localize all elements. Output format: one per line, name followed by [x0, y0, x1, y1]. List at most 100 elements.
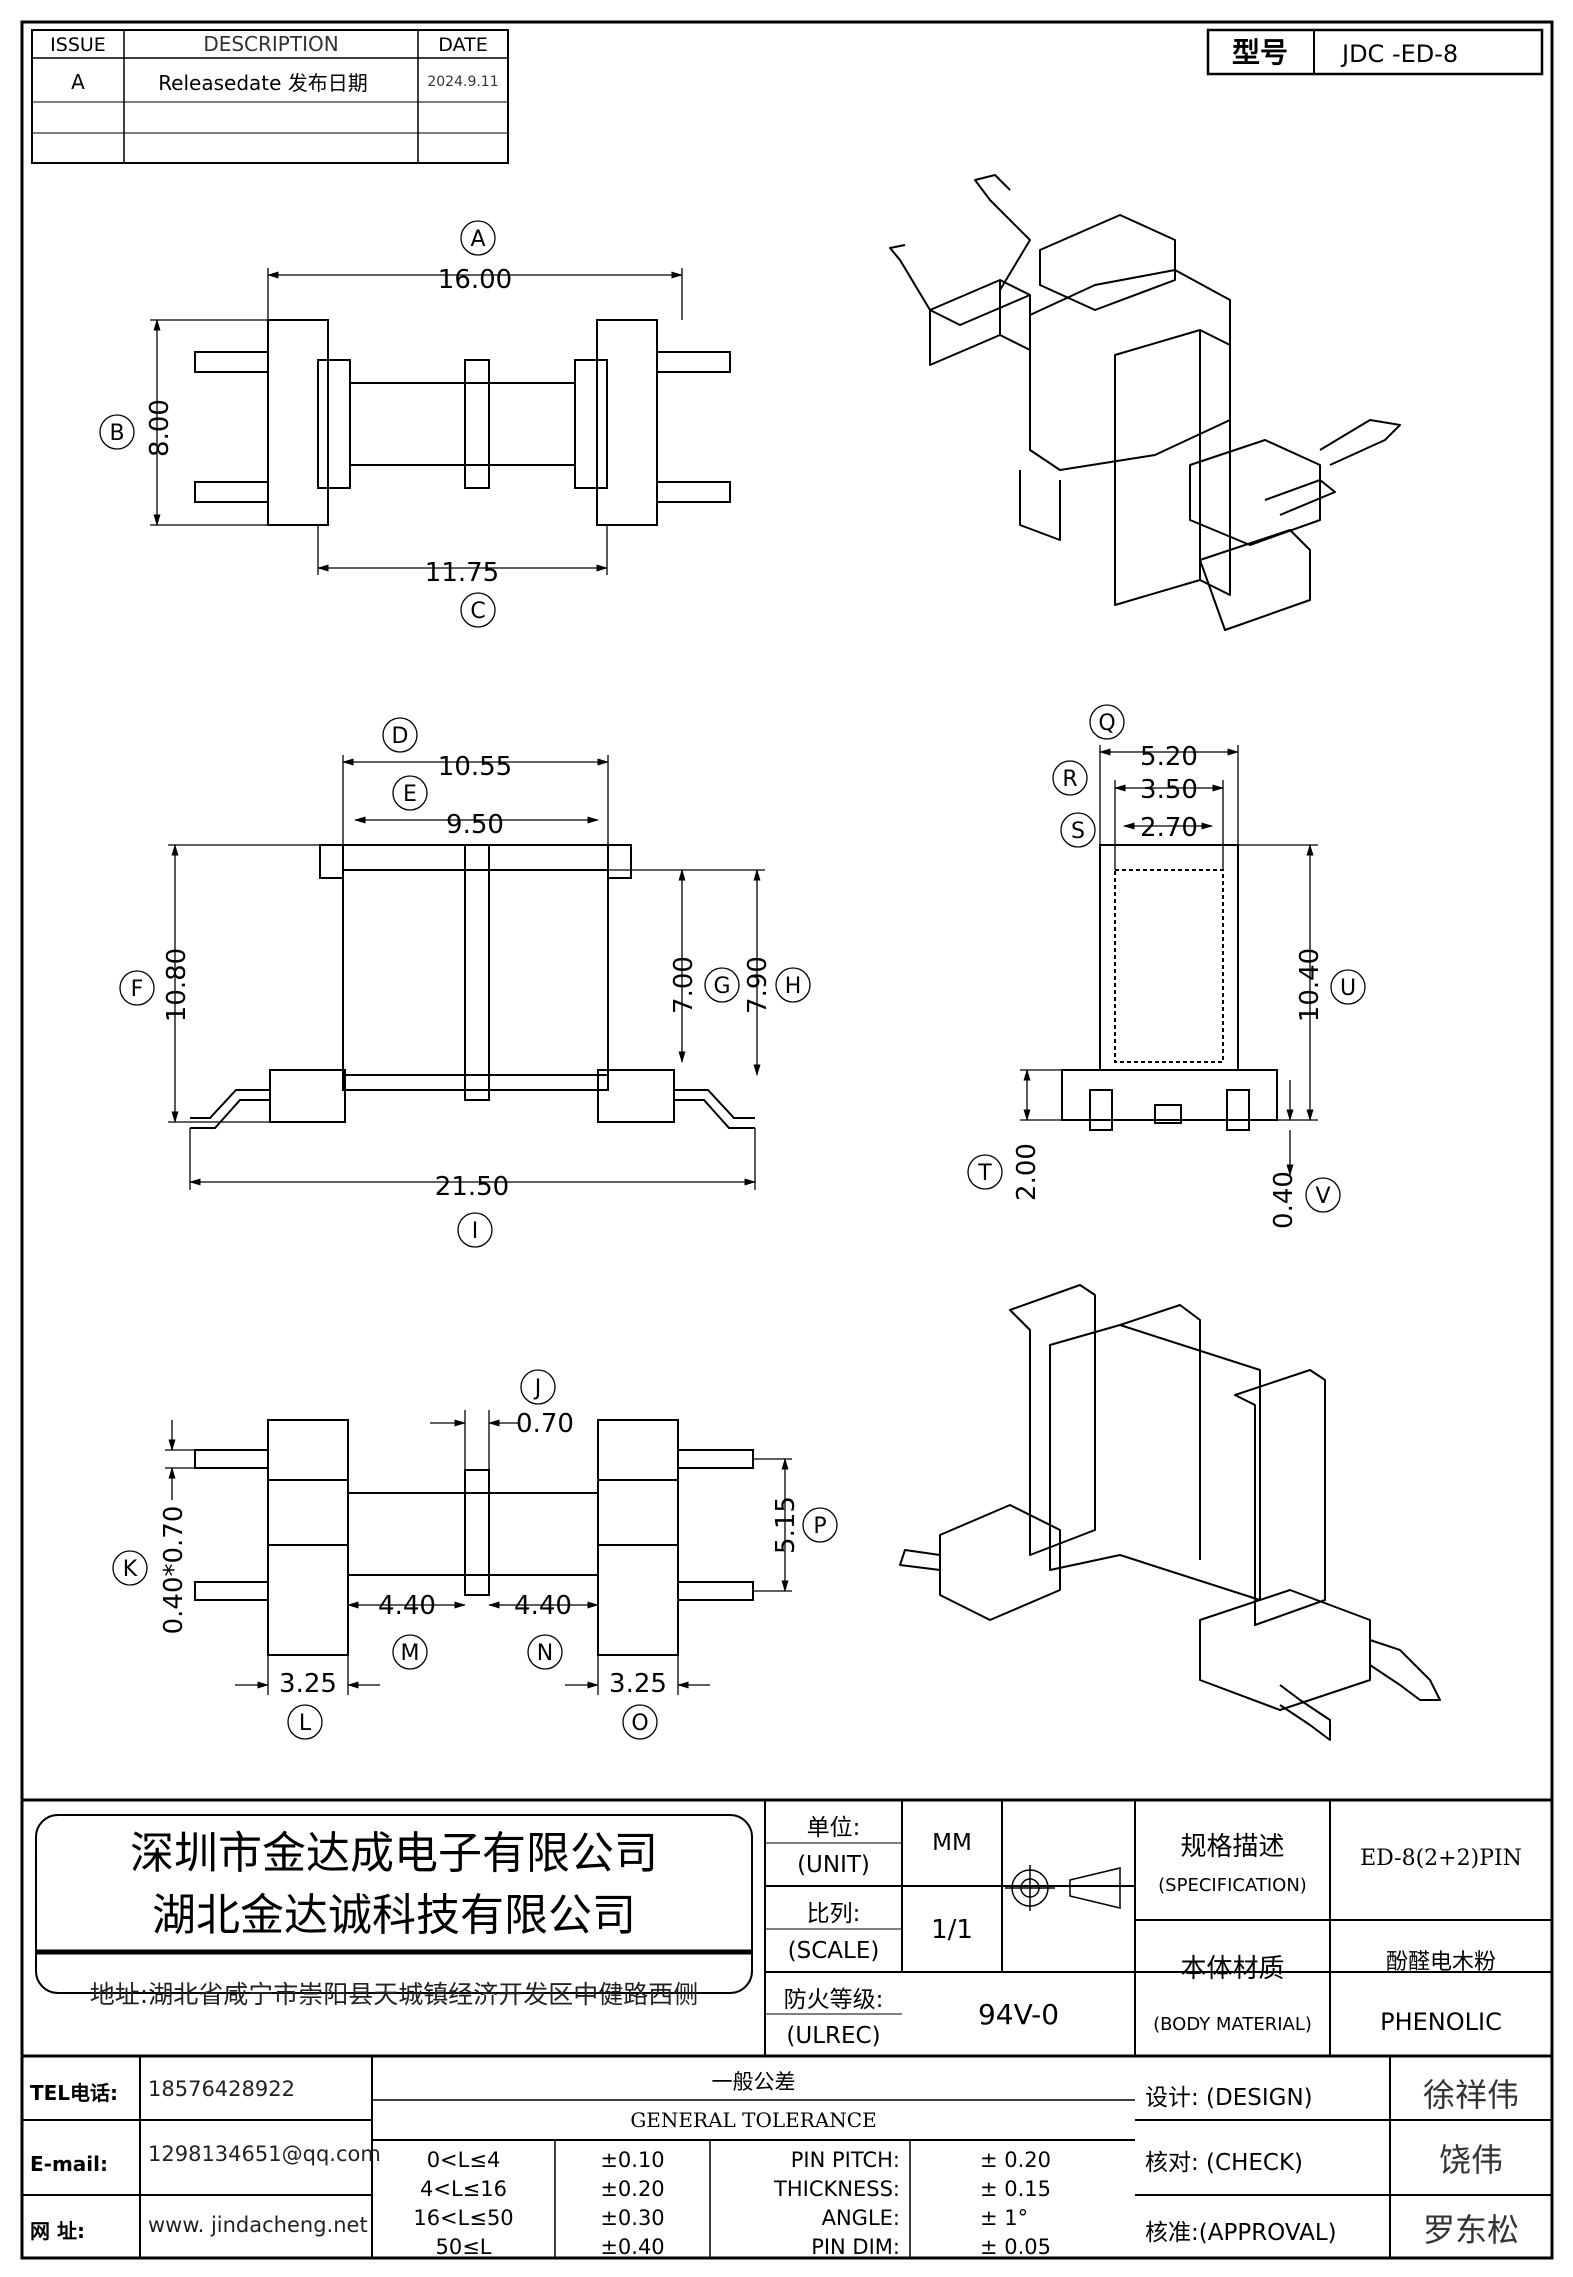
svg-text:J: J — [533, 1376, 542, 1401]
model-box — [1206, 28, 1544, 76]
bottom-view — [194, 1419, 754, 1656]
svg-text:I: I — [472, 1219, 479, 1244]
svg-text:E: E — [403, 782, 417, 807]
svg-text:K: K — [123, 1557, 138, 1582]
dim-j-value: 0.70 — [516, 1409, 574, 1439]
material-value-cn: 酚醛电木粉 — [1385, 1950, 1496, 1975]
fire-value: 94V-0 — [977, 1998, 1060, 2031]
svg-text:C: C — [470, 599, 485, 624]
svg-text:T: T — [977, 1161, 992, 1186]
bubble-t: T — [967, 1154, 1003, 1190]
check-name: 饶伟 — [1438, 2141, 1503, 2179]
svg-text:H: H — [785, 974, 802, 999]
bubble-e: E — [392, 775, 428, 811]
dimension-bubbles: A B C D E F G H I J K L M N O P Q R S T … — [99, 220, 1366, 1740]
svg-text:S: S — [1071, 819, 1085, 844]
dim-u-value: 10.40 — [1295, 948, 1325, 1022]
bubble-s: S — [1060, 812, 1096, 848]
material-label-cn: 本体材质 — [1180, 1954, 1285, 1984]
fire-label-cn: 防火等级: — [783, 1987, 884, 2013]
model-label: 型号 — [1232, 36, 1288, 69]
bubble-c: C — [460, 592, 496, 628]
tolerance-param-values: ± 0.20 ± 0.15 ± 1° ± 0.05 — [930, 2146, 1130, 2262]
issue-value: A — [71, 70, 85, 94]
tolerance-title-cn: 一般公差 — [711, 2070, 796, 2094]
dim-n-value: 4.40 — [514, 1591, 572, 1621]
approval-label: 核准:(APPROVAL) — [1145, 2220, 1337, 2246]
spec-label-cn: 规格描述 — [1180, 1832, 1285, 1862]
bubble-b: B — [99, 414, 135, 450]
svg-text:B: B — [109, 421, 124, 446]
range-1: 0<L≤4 — [426, 2148, 501, 2172]
tel-value: 18576428922 — [148, 2077, 295, 2101]
description-header: DESCRIPTION — [203, 32, 338, 56]
dim-d-value: 10.55 — [438, 752, 512, 782]
material-label-en: (BODY MATERIAL) — [1153, 2014, 1312, 2035]
bubble-a: A — [460, 220, 496, 256]
tolerance-ranges: 0<L≤4 4<L≤16 16<L≤50 50≤L — [372, 2146, 555, 2262]
svg-text:N: N — [537, 1641, 553, 1666]
front-view — [190, 844, 755, 1129]
svg-text:P: P — [813, 1514, 826, 1539]
dim-t-value: 2.00 — [1012, 1143, 1042, 1201]
date-header: DATE — [438, 34, 487, 56]
dim-i-value: 21.50 — [435, 1172, 509, 1202]
isometric-view-bottom — [899, 1284, 1441, 1741]
range-3: 16<L≤50 — [413, 2206, 514, 2230]
web-label: 网 址: — [30, 2219, 85, 2243]
svg-text:F: F — [131, 977, 144, 1002]
svg-text:A: A — [470, 227, 485, 252]
bubble-j: J — [520, 1369, 556, 1405]
unit-label-en: (UNIT) — [797, 1852, 870, 1878]
dimension-lines — [150, 268, 1318, 1695]
check-label: 核对: (CHECK) — [1145, 2150, 1304, 2176]
param-thickness: THICKNESS: — [774, 2177, 900, 2201]
dimension-values: 16.00 11.75 10.55 9.50 21.50 5.20 3.50 2… — [145, 265, 1325, 1699]
bubble-l: L — [287, 1704, 323, 1740]
param-pin-pitch-tol: ± 0.20 — [980, 2148, 1052, 2172]
side-view — [1061, 844, 1278, 1131]
dim-a-value: 16.00 — [438, 265, 512, 295]
bubble-d: D — [382, 717, 418, 753]
dim-v-value: 0.40 — [1269, 1171, 1299, 1229]
dim-g-value: 7.00 — [669, 956, 699, 1014]
isometric-view-top — [889, 174, 1401, 631]
bubble-p: P — [802, 1507, 838, 1543]
spec-value: ED-8(2+2)PIN — [1360, 1846, 1522, 1871]
material-value-en: PHENOLIC — [1380, 2008, 1502, 2036]
dim-h-value: 7.90 — [743, 956, 773, 1014]
scale-value: 1/1 — [931, 1915, 973, 1945]
unit-value: MM — [932, 1830, 972, 1856]
spec-label-en: (SPECIFICATION) — [1158, 1875, 1307, 1896]
range-2: 4<L≤16 — [420, 2177, 507, 2201]
bubble-n: N — [527, 1634, 563, 1670]
range-4: 50≤L — [435, 2235, 492, 2259]
bubble-m: M — [392, 1634, 428, 1670]
bubble-r: R — [1052, 760, 1088, 796]
svg-text:G: G — [713, 974, 730, 999]
scale-label-cn: 比列: — [806, 1901, 861, 1927]
issue-table — [31, 29, 509, 164]
svg-text:O: O — [631, 1711, 648, 1736]
dim-r-value: 3.50 — [1140, 775, 1198, 805]
email-label: E-mail: — [30, 2152, 109, 2176]
param-angle: ANGLE: — [821, 2206, 900, 2230]
unit-label-cn: 单位: — [806, 1815, 861, 1841]
bubble-h: H — [775, 967, 811, 1003]
sheet-border — [20, 20, 1554, 2260]
range-tol-2: ±0.20 — [600, 2177, 665, 2201]
param-pin-pitch: PIN PITCH: — [790, 2148, 900, 2172]
tolerance-param-names: PIN PITCH: THICKNESS: ANGLE: PIN DIM: — [710, 2146, 900, 2262]
svg-text:M: M — [401, 1641, 420, 1666]
model-value: JDC -ED-8 — [1340, 40, 1458, 68]
approval-name: 罗东松 — [1422, 2211, 1519, 2249]
param-angle-tol: ± 1° — [980, 2206, 1029, 2230]
param-thickness-tol: ± 0.15 — [980, 2177, 1052, 2201]
tolerance-title-en: GENERAL TOLERANCE — [630, 2108, 877, 2132]
bubble-g: G — [704, 967, 740, 1003]
param-pin-dim: PIN DIM: — [811, 2235, 900, 2259]
param-pin-dim-tol: ± 0.05 — [980, 2235, 1052, 2259]
projection-symbol-icon — [1005, 1865, 1121, 1911]
bubble-k: K — [112, 1550, 148, 1586]
dim-m-value: 4.40 — [378, 1591, 436, 1621]
